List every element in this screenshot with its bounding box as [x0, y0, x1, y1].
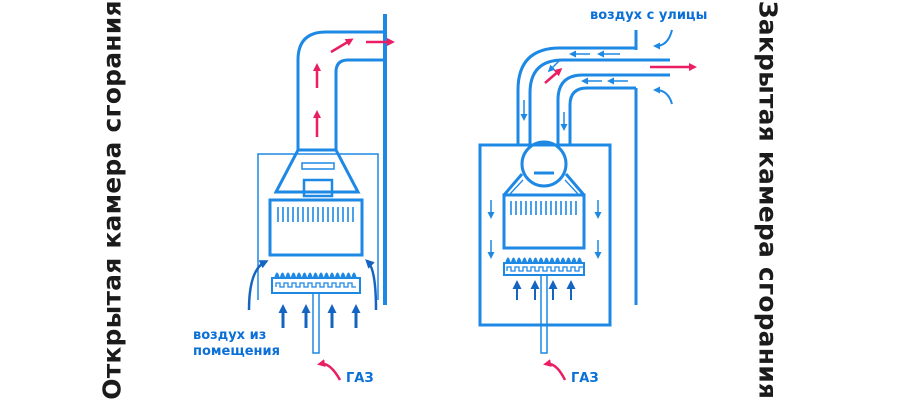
- left-gas-pipe: [312, 292, 320, 354]
- burner-flame: [505, 257, 511, 262]
- outside-air-label: воздух с улицы: [590, 8, 708, 23]
- burner-flame: [560, 257, 566, 262]
- burner-flame: [346, 272, 351, 277]
- room-air-label-line2: помещения: [193, 344, 280, 359]
- burner-flame: [329, 272, 335, 277]
- left-flue-pipe-inner: [334, 58, 385, 150]
- burner-flame: [516, 257, 522, 262]
- left-flue-pipe-outer: [296, 30, 385, 150]
- collector-hood: [502, 173, 586, 196]
- burner-flame: [324, 272, 329, 277]
- right-burner: [503, 262, 585, 276]
- left-side-air-arrow-r: [365, 259, 378, 311]
- hood-line: [564, 179, 579, 195]
- closed-chamber-boiler: [478, 29, 697, 381]
- coaxial-inner-top: [528, 58, 670, 145]
- hood-neck: [302, 178, 334, 198]
- coaxial-outer-top: [516, 46, 636, 145]
- burner-flame: [577, 257, 582, 262]
- closed-flue-arrow-diag: [544, 68, 563, 84]
- burner-flame: [296, 272, 302, 277]
- fan: [520, 140, 568, 188]
- open-chamber-title: Открытая камера сгорания: [97, 0, 127, 400]
- burner-flame: [511, 257, 516, 262]
- left-heat-exchanger: [268, 198, 364, 257]
- hood-line: [509, 179, 524, 195]
- burner-flame: [566, 257, 571, 262]
- burner-flame: [527, 257, 533, 262]
- left-casing: [257, 153, 379, 300]
- room-air-label: воздух из помещения: [193, 328, 280, 360]
- right-gas-arrow: [543, 359, 567, 381]
- burner-flame: [351, 272, 357, 277]
- left-side-air-arrow-l: [247, 260, 269, 311]
- right-gas-pipe: [540, 274, 548, 354]
- burner-flame: [555, 257, 560, 262]
- burner-flame: [285, 272, 291, 277]
- open-chamber-boiler: [247, 14, 395, 381]
- gas-label-right: ГАЗ: [571, 371, 599, 386]
- burner-flame: [318, 272, 324, 277]
- collector-hood-lines: [509, 179, 579, 195]
- burner-flame: [549, 257, 555, 262]
- closed-chamber-title: Закрытая камера сгорания: [753, 0, 783, 400]
- burner-flame: [533, 257, 538, 262]
- burner-flame: [522, 257, 527, 262]
- burner-flame: [571, 257, 577, 262]
- burner-flame: [538, 257, 544, 262]
- burner-flame: [335, 272, 340, 277]
- right-burner-flames: [505, 257, 582, 262]
- flue-arrow-diag: [330, 38, 354, 54]
- room-air-label-line1: воздух из: [193, 328, 267, 343]
- hood-slot: [301, 162, 335, 170]
- burner-flame: [544, 257, 549, 262]
- burner-flame: [280, 272, 285, 277]
- left-burner-pattern: [275, 282, 356, 288]
- right-heat-exchanger: [502, 193, 586, 250]
- left-exchanger-fins: [277, 207, 354, 222]
- burner-flame: [313, 272, 318, 277]
- burner-flame: [291, 272, 296, 277]
- burner-flame: [307, 272, 313, 277]
- right-casing: [478, 143, 612, 327]
- outside-air-arrow-bottom: [653, 86, 673, 105]
- fresh-air-arrow-diag: [547, 59, 561, 73]
- burner-flame: [274, 272, 280, 277]
- right-burner-pattern: [506, 266, 583, 272]
- draft-hood: [273, 148, 361, 194]
- burner-flame: [340, 272, 346, 277]
- coaxial-outer-bottom: [568, 86, 636, 145]
- burner-flame: [302, 272, 307, 277]
- coaxial-inner-bottom: [556, 73, 670, 145]
- left-burner-flames: [274, 272, 357, 277]
- left-gas-arrow: [317, 359, 342, 381]
- outside-air-arrow-top: [653, 29, 673, 50]
- right-exchanger-fins: [510, 201, 577, 215]
- gas-label-left: ГАЗ: [346, 371, 374, 386]
